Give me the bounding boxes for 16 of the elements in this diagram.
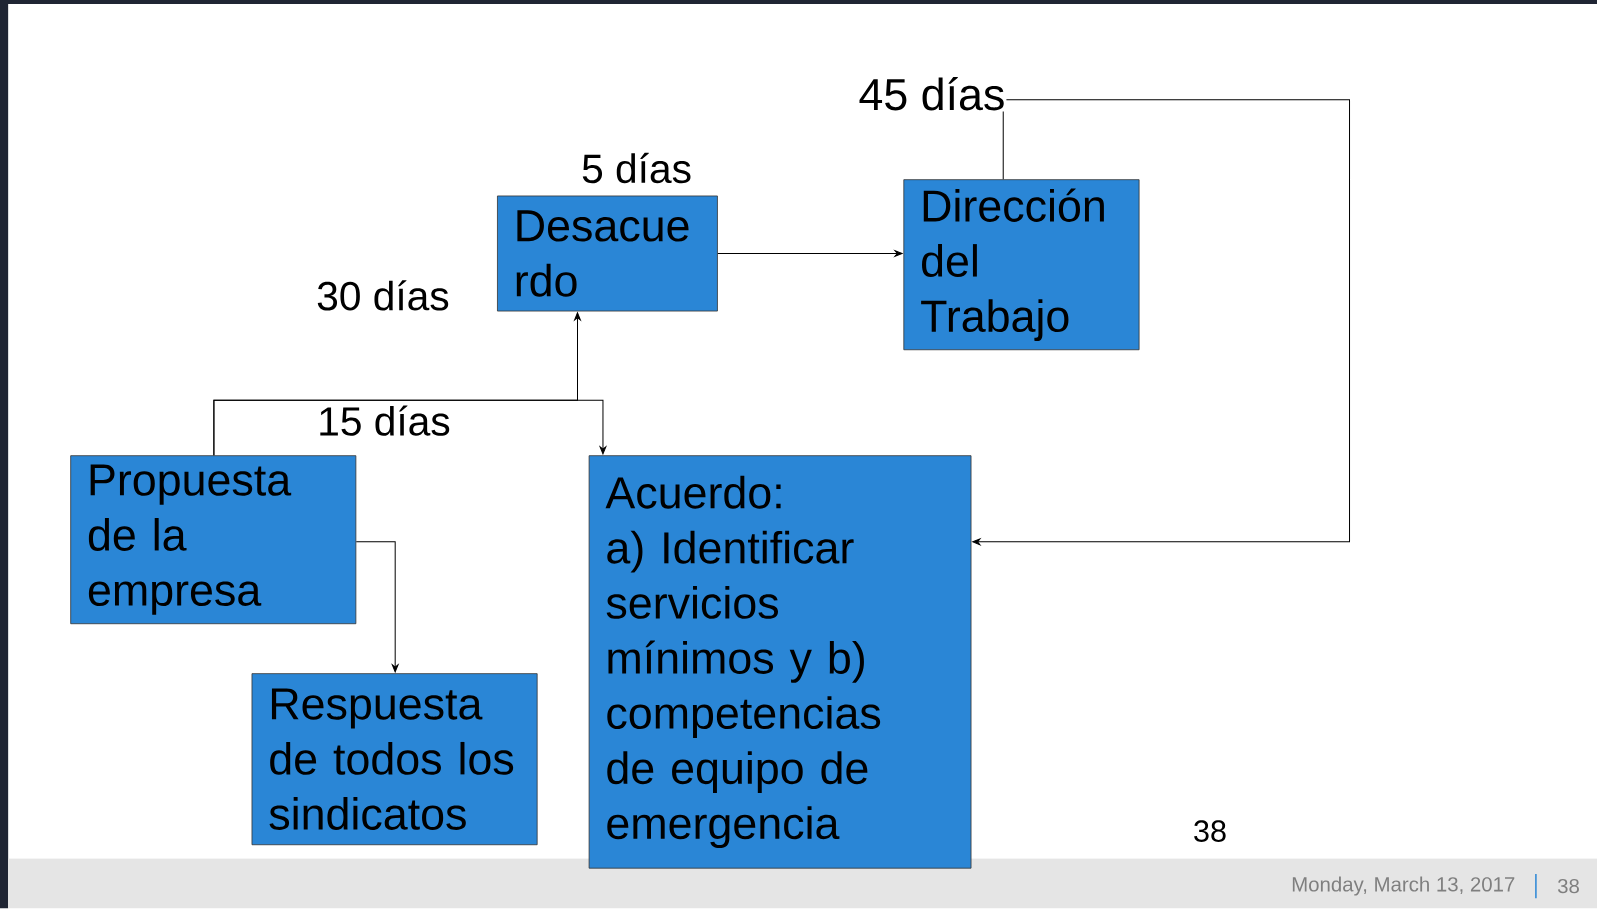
edge-label: 15 días: [316, 404, 452, 438]
arrow: [213, 400, 607, 457]
process-box: Acuerdo: a) Identificar servicios mínimos y b) competencias de equipo de emergencia: [588, 455, 972, 869]
duration-label: 5 días: [582, 153, 691, 184]
process-box: Desacue rdo: [497, 195, 718, 312]
arrow: [972, 99, 1351, 546]
edge-label: 45 días: [857, 76, 1007, 112]
edge-label: 30 días: [315, 279, 451, 312]
page-number: 38: [1194, 820, 1226, 843]
process-box: Propuesta de la empresa: [70, 455, 357, 625]
process-box: Dirección del Trabajo: [903, 179, 1140, 351]
page-number: 38: [1557, 879, 1579, 894]
arrow: [355, 541, 399, 673]
footer-date: Monday, March 13, 2017: [1292, 876, 1515, 896]
arrow: [717, 250, 903, 258]
process-box: Respuesta de todos los sindicatos: [251, 673, 538, 846]
